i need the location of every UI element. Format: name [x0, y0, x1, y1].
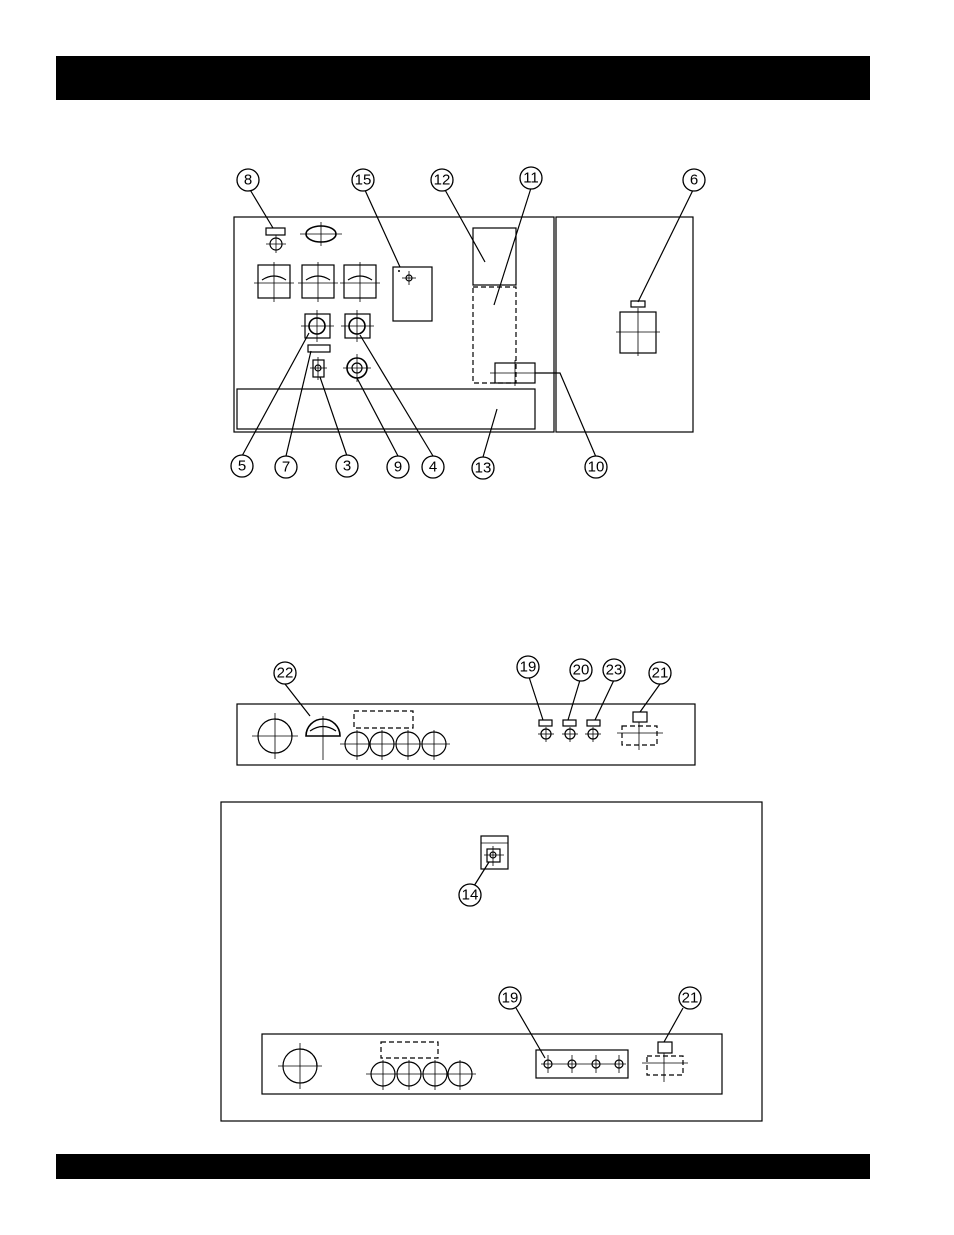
alternate-panel-frame: [221, 802, 762, 1121]
svg-text:10: 10: [588, 459, 605, 476]
main-control-panel: [234, 188, 694, 457]
callout-15: 15: [352, 169, 374, 191]
callout-3: 3: [336, 455, 358, 477]
svg-text:5: 5: [238, 458, 246, 475]
svg-text:20: 20: [573, 662, 590, 679]
svg-text:13: 13: [475, 460, 492, 477]
svg-text:23: 23: [606, 662, 623, 679]
callout-5: 5: [231, 455, 253, 477]
pilot-lamp: [266, 228, 285, 235]
callout-4: 4: [422, 456, 444, 478]
svg-text:19: 19: [520, 659, 537, 676]
callout-7: 7: [275, 456, 297, 478]
callout-11: 11: [520, 167, 542, 189]
svg-text:15: 15: [355, 172, 372, 189]
svg-text:3: 3: [343, 458, 351, 475]
svg-text:12: 12: [434, 172, 451, 189]
svg-text:21: 21: [682, 990, 699, 1007]
svg-text:7: 7: [282, 459, 290, 476]
callout-19: 19: [517, 656, 539, 678]
front-control-strip: [237, 677, 695, 765]
svg-text:14: 14: [462, 887, 479, 904]
svg-text:21: 21: [652, 665, 669, 682]
lower-panel-strip: [237, 389, 535, 429]
callout-13: 13: [472, 457, 494, 479]
svg-text:6: 6: [690, 172, 698, 189]
callout-21: 21: [649, 662, 671, 684]
callout-6: 6: [683, 169, 705, 191]
frequency-meter: [340, 262, 380, 302]
callout-20: 20: [570, 659, 592, 681]
svg-text:19: 19: [502, 990, 519, 1007]
callout-22: 22: [274, 662, 296, 684]
indicator-lamp: [308, 345, 330, 352]
svg-text:4: 4: [429, 459, 437, 476]
svg-text:9: 9: [394, 459, 402, 476]
callout-9: 9: [387, 456, 409, 478]
ammeter: [298, 262, 338, 302]
callout-12: 12: [431, 169, 453, 191]
callout-8: 8: [237, 169, 259, 191]
hour-meter-box: [393, 267, 432, 321]
callout-14: 14: [459, 884, 481, 906]
callout-23: 23: [603, 659, 625, 681]
svg-text:11: 11: [523, 170, 539, 187]
svg-text:22: 22: [277, 665, 294, 682]
callout-19-alt: 19: [499, 987, 521, 1009]
svg-text:8: 8: [244, 172, 252, 189]
voltmeter: [254, 262, 294, 302]
callout-21-alt: 21: [679, 987, 701, 1009]
callout-10: 10: [585, 456, 607, 478]
